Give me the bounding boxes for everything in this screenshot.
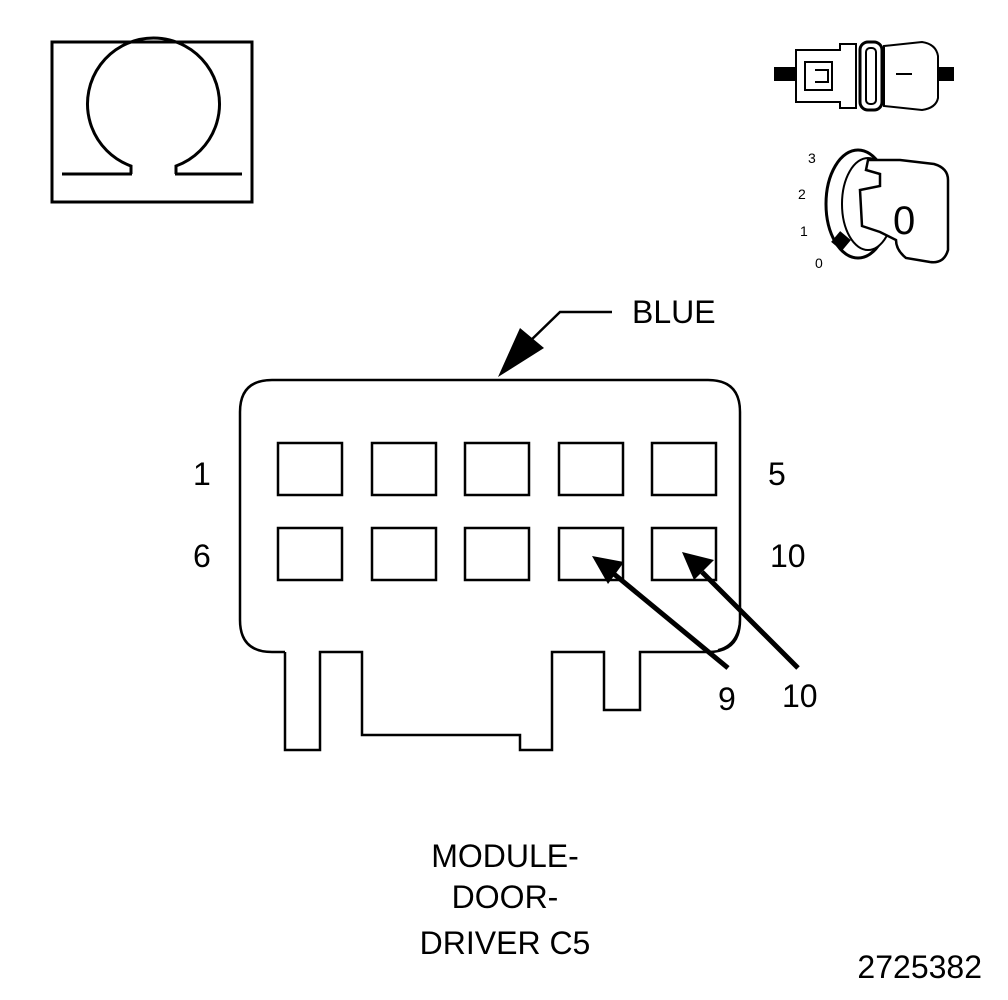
callout-label-10: 10	[782, 678, 818, 714]
ignition-position-3: 3	[808, 150, 816, 166]
cavity-4	[557, 441, 625, 497]
ignition-key-icon: 3 2 1 0 0	[798, 148, 950, 271]
caption-line-2: DOOR-	[452, 879, 559, 915]
callout-arrow-9	[592, 556, 730, 670]
caption-line-3: DRIVER C5	[420, 925, 591, 961]
disconnect-connector-icon	[774, 40, 954, 112]
ignition-position-0: 0	[815, 255, 823, 271]
ohm-icon	[50, 36, 254, 204]
callout-label-9: 9	[718, 681, 736, 717]
ignition-position-2: 2	[798, 186, 806, 202]
terminal-cavities	[276, 441, 718, 582]
caption-line-1: MODULE-	[431, 838, 579, 874]
cavity-2	[370, 441, 438, 497]
cavity-3	[463, 441, 531, 497]
cavity-7	[370, 526, 438, 582]
cavity-5	[650, 441, 718, 497]
row-label-top-left: 1	[193, 456, 211, 492]
callout-arrow-10	[682, 552, 800, 670]
cavity-8	[463, 526, 531, 582]
cavity-1	[276, 441, 344, 497]
row-label-bottom-left: 6	[193, 538, 211, 574]
ignition-key-label: 0	[893, 199, 915, 243]
connector-body	[238, 378, 742, 752]
row-label-bottom-right: 10	[770, 538, 806, 574]
row-label-top-right: 5	[768, 456, 786, 492]
ignition-position-1: 1	[800, 223, 808, 239]
color-pointer	[498, 310, 612, 377]
figure-number: 2725382	[857, 949, 982, 985]
connector-color-label: BLUE	[632, 294, 716, 330]
cavity-6	[276, 526, 344, 582]
